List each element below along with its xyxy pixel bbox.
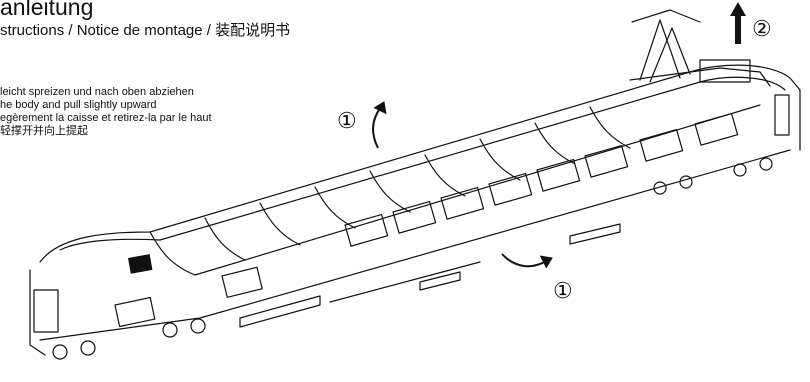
instruction-en: he body and pull slightly upward bbox=[0, 99, 157, 111]
arrow-spread-bottom bbox=[501, 253, 553, 269]
pantograph bbox=[629, 9, 771, 87]
car-roof-outline bbox=[39, 64, 801, 263]
instruction-de: leicht spreizen und nach oben abziehen bbox=[0, 86, 194, 98]
end-door bbox=[33, 289, 59, 333]
arrow-lift-top bbox=[372, 101, 387, 149]
car-side-top bbox=[194, 104, 761, 276]
bogies bbox=[52, 157, 773, 360]
instruction-zh: 轻撑开并向上提起 bbox=[0, 125, 88, 137]
page-subtitle: structions / Notice de montage / 装配说明书 bbox=[0, 22, 291, 39]
car-roof-inner bbox=[59, 76, 786, 251]
step-1-callout-bottom: ① bbox=[553, 278, 573, 303]
car-side-bottom bbox=[39, 149, 791, 341]
arrow-up-2 bbox=[730, 2, 746, 44]
page-title: anleitung bbox=[0, 0, 94, 20]
step-2-callout: ② bbox=[752, 16, 772, 41]
window-row bbox=[114, 112, 739, 328]
instruction-fr: egèrement la caisse et retirez-la par le… bbox=[0, 112, 212, 124]
step-1-callout-top: ① bbox=[337, 108, 357, 133]
